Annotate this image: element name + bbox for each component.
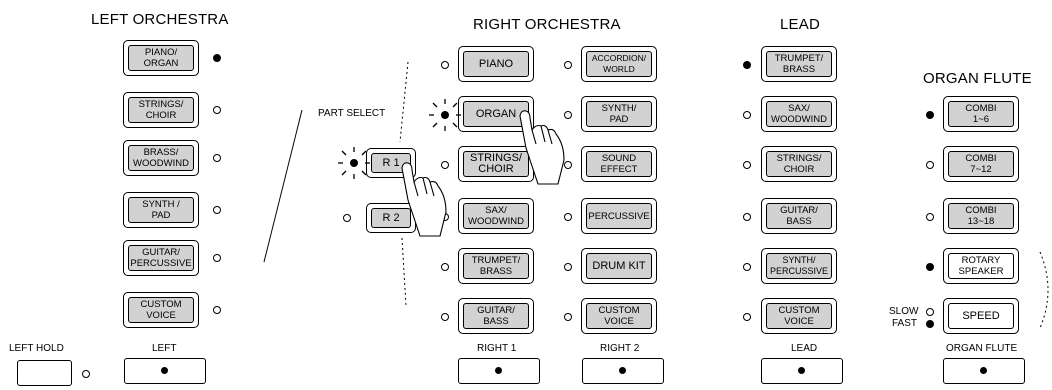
dotted-bracket xyxy=(400,62,408,142)
blink-rays-organ xyxy=(429,99,461,131)
dotted-bracket xyxy=(1040,252,1048,328)
divider-line xyxy=(264,110,302,262)
dotted-bracket xyxy=(402,238,406,306)
blink-rays-r1 xyxy=(338,147,370,179)
hand-icon-organ xyxy=(520,111,564,184)
hand-icon-r1 xyxy=(402,163,446,236)
